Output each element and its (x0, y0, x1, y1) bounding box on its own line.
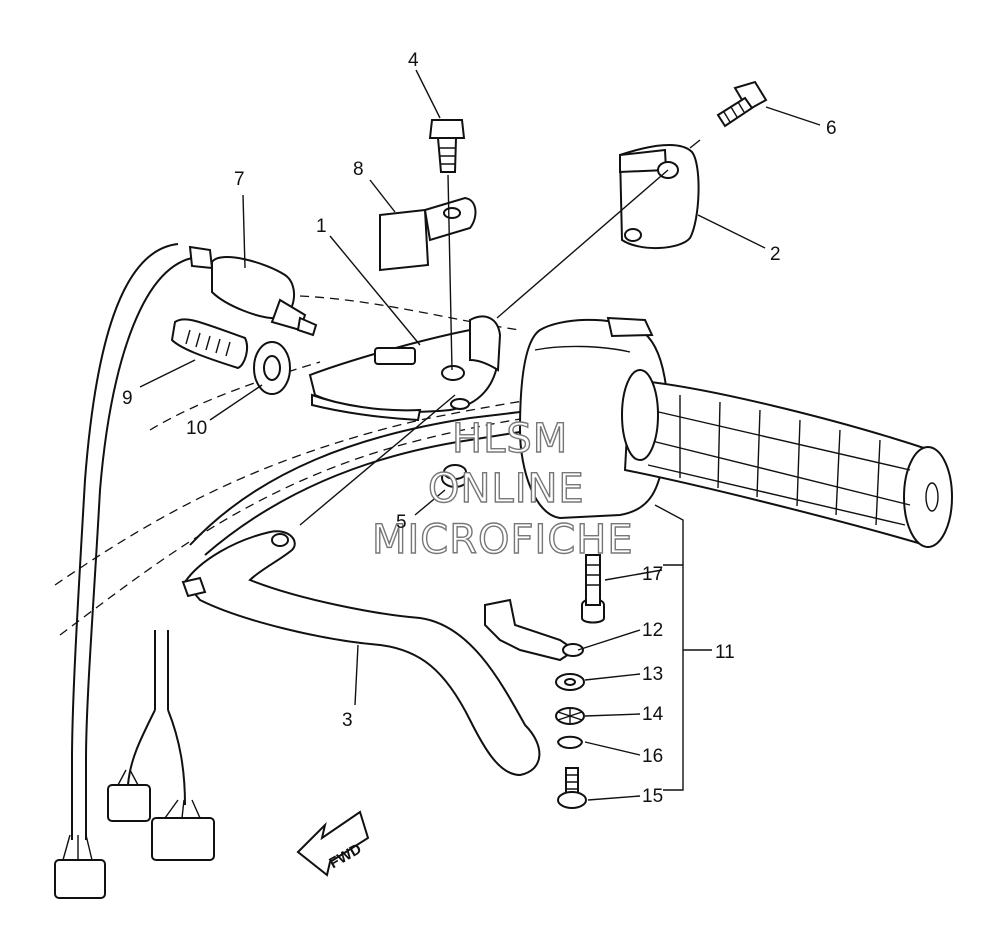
clutch-lever (181, 530, 541, 777)
part-label-4: 4 (408, 50, 419, 71)
lever-holder (308, 315, 502, 422)
part-label-11: 11 (715, 642, 735, 663)
watermark-line-1: HLSM (452, 416, 568, 462)
switch-cover (379, 196, 477, 272)
wire-connectors (54, 769, 215, 899)
forward-direction-arrow: FWD (296, 810, 370, 877)
part-label-16: 16 (642, 746, 663, 767)
part-label-13: 13 (642, 664, 663, 685)
bracket-bolt (716, 80, 768, 128)
part-label-5: 5 (396, 512, 407, 533)
handlebar-tube (189, 411, 521, 556)
part-label-14: 14 (642, 704, 664, 725)
part-label-1: 1 (316, 216, 327, 237)
lever-pivot-bolt (428, 119, 466, 173)
part-label-8: 8 (353, 159, 364, 180)
part-label-15: 15 (642, 786, 663, 807)
part-number-labels: 4 6 8 7 1 2 9 10 5 17 12 11 13 14 3 16 1… (122, 50, 837, 807)
adjuster-bolt (170, 318, 248, 370)
part-label-2: 2 (770, 244, 781, 265)
watermark-line-3: MICROFICHE (372, 517, 634, 563)
pivot-hardware-stack (484, 554, 605, 809)
leader-lines (139, 69, 821, 801)
clutch-switch (188, 245, 318, 337)
handlebar-grip (621, 369, 953, 548)
part-label-7: 7 (234, 169, 245, 190)
holder-bracket (618, 144, 700, 250)
watermark-line-2: ONLINE (428, 466, 585, 512)
part-label-3: 3 (342, 710, 353, 731)
part-label-12: 12 (642, 620, 663, 641)
part-label-6: 6 (826, 118, 837, 139)
pivot-washer (441, 464, 469, 488)
part-label-10: 10 (186, 418, 207, 439)
wire-harness (71, 243, 193, 840)
part-label-17: 17 (642, 564, 663, 585)
watermark: HLSM ONLINE MICROFICHE (371, 415, 634, 563)
part-label-9: 9 (122, 388, 133, 409)
locknut (253, 341, 291, 395)
